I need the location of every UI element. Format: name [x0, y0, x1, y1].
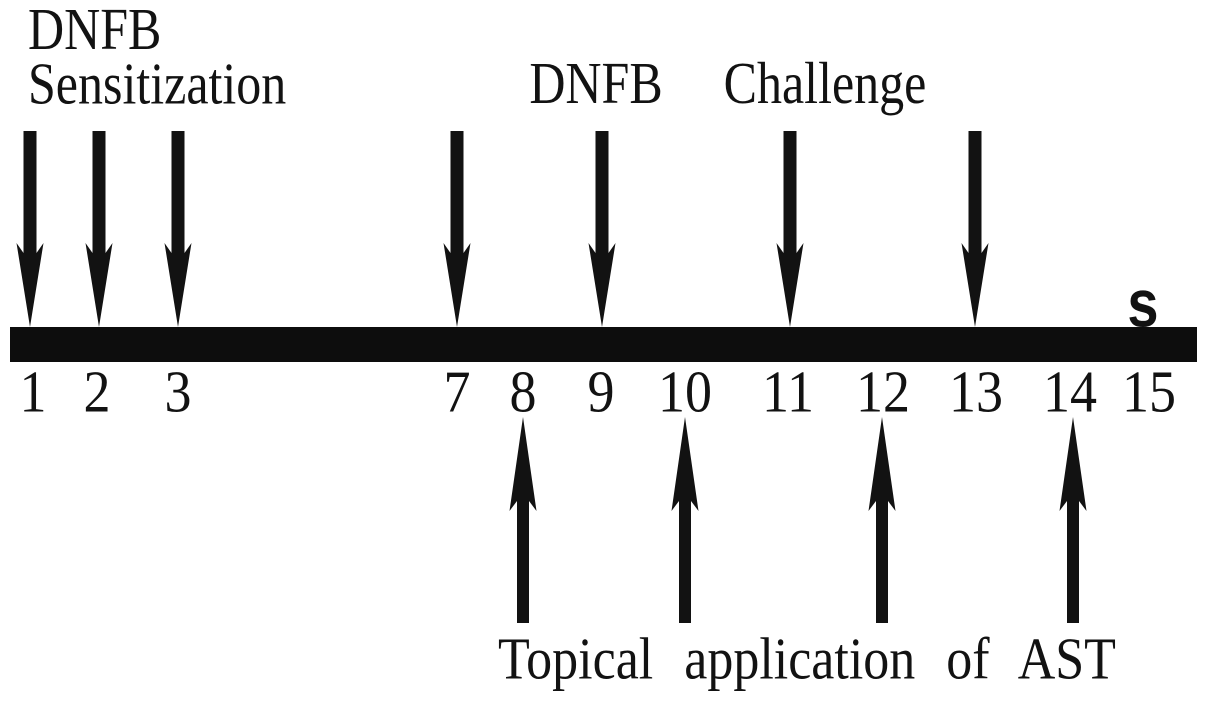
dnfb-challenge-label-word1: DNFB: [529, 50, 663, 117]
down-arrow-icon-day-13: [961, 131, 989, 327]
day-label-2: 2: [83, 358, 111, 425]
dnfb-sensitization-label-line2: Sensitization: [28, 50, 287, 117]
day-label-14: 14: [1043, 358, 1097, 425]
topical-application-caption: Topical application of AST: [498, 626, 1116, 693]
day-label-1: 1: [19, 358, 47, 425]
down-arrow-icon-day-9: [588, 131, 616, 327]
down-arrow-icon-day-11: [776, 131, 804, 327]
timeline-bar: [10, 327, 1197, 362]
dnfb-sensitization-label-line1: DNFB: [28, 0, 162, 63]
day-label-8: 8: [509, 358, 537, 425]
day-label-13: 13: [949, 358, 1003, 425]
day-label-15: 15: [1122, 358, 1176, 425]
day-label-11: 11: [762, 358, 814, 425]
up-arrow-icon-day-8: [509, 417, 537, 623]
day-label-3: 3: [164, 358, 192, 425]
day-label-7: 7: [443, 358, 471, 425]
down-arrow-icon-day-7: [443, 131, 471, 327]
dnfb-sensitization-label: DNFB Sensitization: [28, 0, 287, 117]
dnfb-challenge-label-word2: Challenge: [723, 50, 927, 117]
timeline-end-label: s: [1127, 265, 1159, 341]
day-label-12: 12: [856, 358, 910, 425]
up-arrow-icon-day-14: [1059, 417, 1087, 623]
down-arrow-icon-day-3: [164, 131, 192, 327]
day-label-9: 9: [587, 358, 615, 425]
down-arrow-icon-day-2: [85, 131, 113, 327]
down-arrow-icon-day-1: [16, 131, 44, 327]
day-label-10: 10: [658, 358, 712, 425]
up-arrow-icon-day-12: [868, 417, 896, 623]
up-arrow-icon-day-10: [671, 417, 699, 623]
